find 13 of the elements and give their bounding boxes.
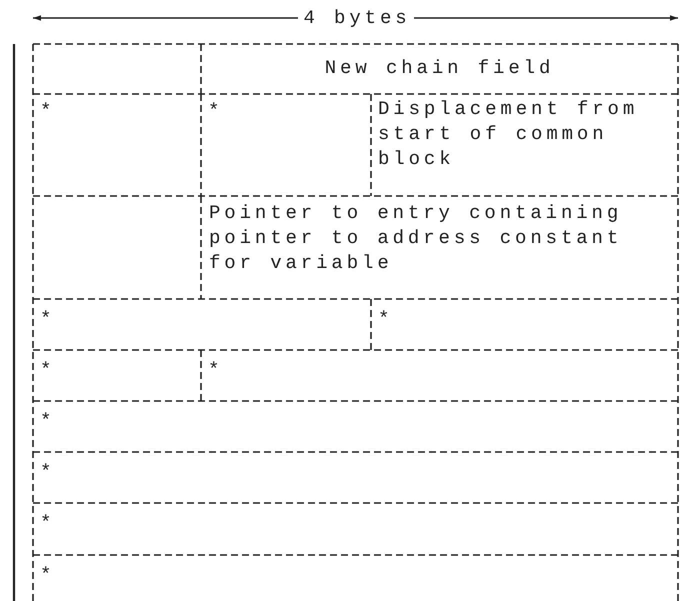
asterisk-mark: * (40, 100, 56, 122)
asterisk-mark: * (40, 564, 56, 586)
field-label: Displacement from start of common block (378, 98, 638, 170)
field-label: New chain field (324, 57, 554, 79)
asterisk-mark: * (40, 359, 56, 381)
asterisk-mark: * (40, 410, 56, 432)
asterisk-mark: * (40, 461, 56, 483)
asterisk-mark: * (208, 100, 224, 122)
asterisk-mark: * (378, 308, 394, 330)
field-label: Pointer to entry containing pointer to address constant for variable (209, 202, 622, 274)
asterisk-mark: * (208, 359, 224, 381)
asterisk-mark: * (40, 512, 56, 534)
asterisk-mark: * (40, 308, 56, 330)
